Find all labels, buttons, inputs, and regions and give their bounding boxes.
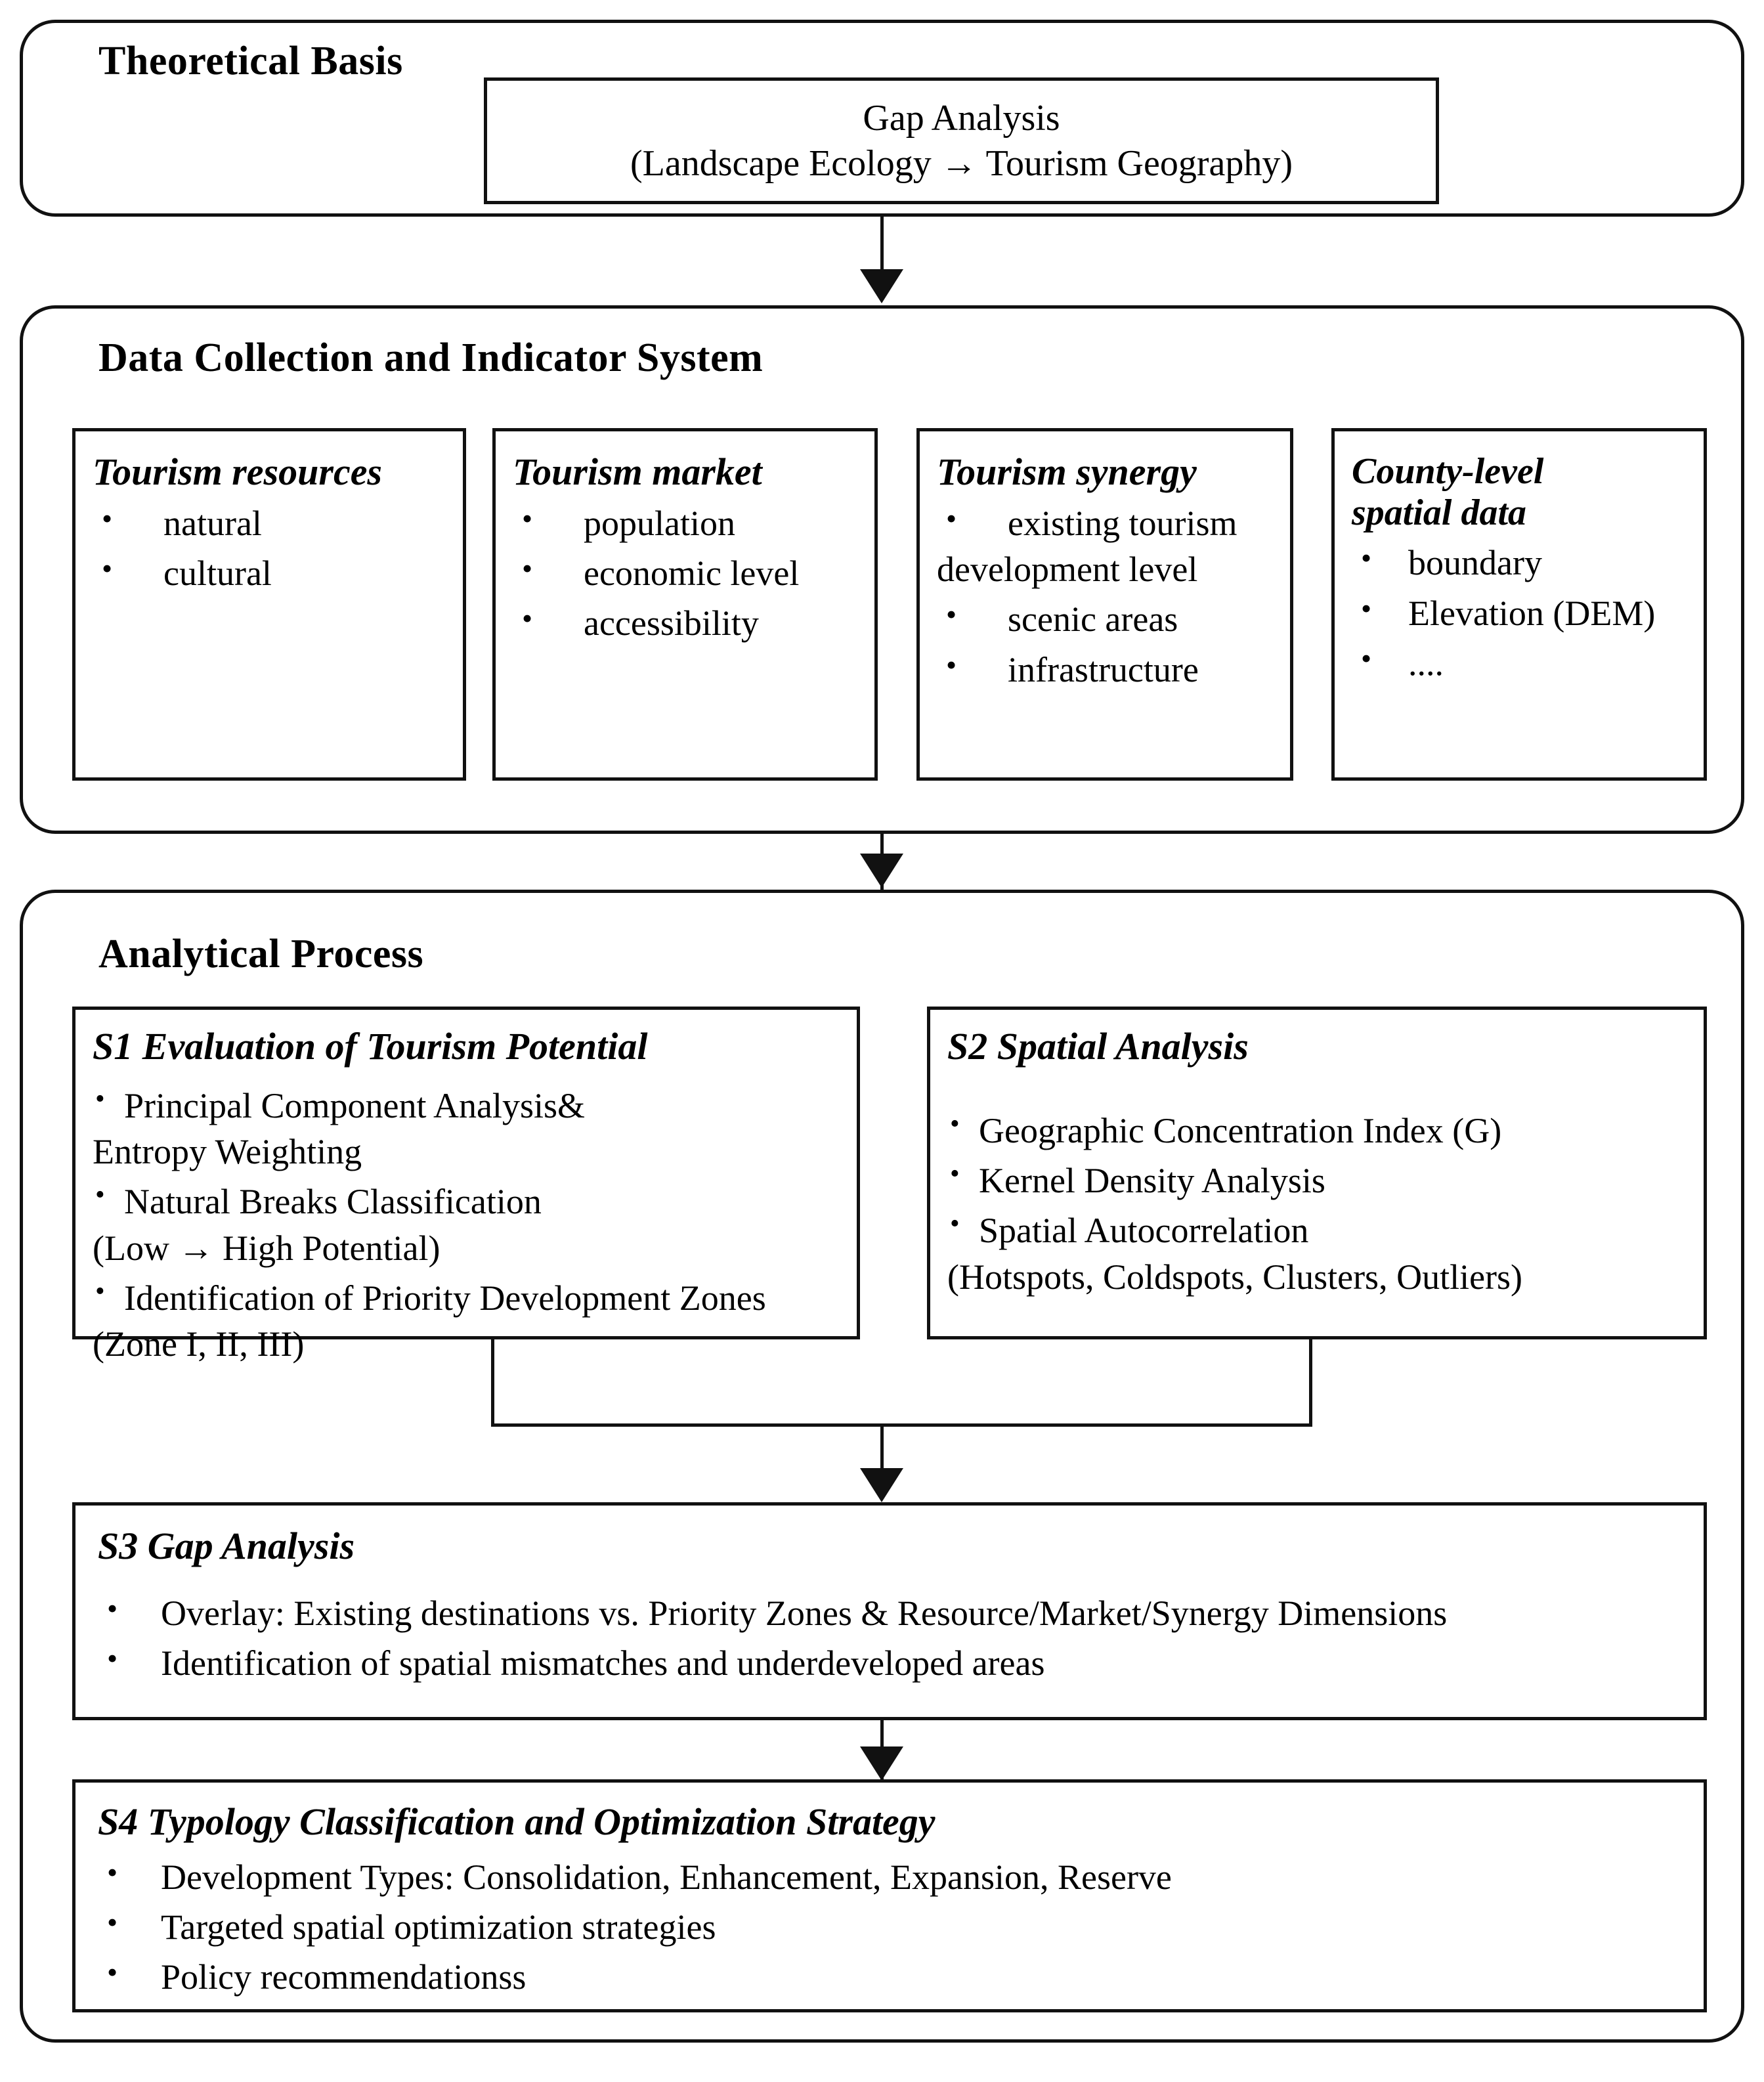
list-item: Development Types: Consolidation, Enhanc… — [98, 1853, 1681, 1900]
card-tourism-resources: Tourism resources natural cultural — [72, 428, 466, 781]
card-title-s2: S2 Spatial Analysis — [947, 1025, 1249, 1068]
list-item: Identification of Priority Development Z… — [93, 1274, 840, 1367]
card-list-s4: Development Types: Consolidation, Enhanc… — [98, 1853, 1681, 2001]
card-title-s1: S1 Evaluation of Tourism Potential — [93, 1025, 648, 1068]
card-list-s3: Overlay: Existing destinations vs. Prior… — [98, 1589, 1681, 1686]
card-list-tourism-market: population economic level accessibility — [513, 499, 857, 647]
stage-title-data-collection: Data Collection and Indicator System — [98, 336, 764, 380]
card-title-s3: S3 Gap Analysis — [98, 1525, 355, 1567]
connector-line-1 — [880, 217, 884, 273]
card-list-county-level-spatial-data: boundary Elevation (DEM) .... — [1352, 538, 1687, 686]
list-item-continuation: (Low → High Potential) — [93, 1228, 441, 1268]
list-item-continuation: Entropy Weighting — [93, 1132, 362, 1172]
card-list-s1: Principal Component Analysis& Entropy We… — [93, 1081, 840, 1367]
list-item: Policy recommendationss — [98, 1953, 1681, 2000]
card-title-tourism-resources: Tourism resources — [93, 450, 383, 493]
list-item-continuation: (Hotspots, Coldspots, Clusters, Outliers… — [947, 1257, 1523, 1297]
list-item: .... — [1352, 639, 1687, 686]
list-item: accessibility — [513, 599, 857, 646]
list-item: economic level — [513, 549, 857, 596]
list-item: Identification of spatial mismatches and… — [98, 1639, 1681, 1686]
card-list-tourism-resources: natural cultural — [93, 499, 446, 596]
list-item-continuation: (Zone I, II, III) — [93, 1324, 305, 1364]
connector-line-3 — [880, 1423, 884, 1480]
card-tourism-synergy: Tourism synergy existing tourism develop… — [916, 428, 1293, 781]
list-item: cultural — [93, 549, 446, 596]
list-item: Kernel Density Analysis — [947, 1156, 1687, 1204]
card-s2-spatial-analysis: S2 Spatial Analysis Geographic Concentra… — [927, 1007, 1707, 1339]
gap-analysis-line-1: Gap Analysis — [863, 98, 1060, 139]
list-item: Principal Component Analysis& Entropy We… — [93, 1081, 840, 1175]
connector-arrowhead-2 — [860, 854, 903, 888]
list-item: population — [513, 499, 857, 546]
connector-line-s1-down — [491, 1339, 494, 1426]
card-title-tourism-synergy: Tourism synergy — [937, 450, 1197, 493]
card-s4-typology-classification: S4 Typology Classification and Optimizat… — [72, 1779, 1707, 2012]
list-item: Natural Breaks Classification (Low → Hig… — [93, 1177, 840, 1270]
list-item: Geographic Concentration Index (G) — [947, 1106, 1687, 1154]
connector-line-s2-down — [1309, 1339, 1312, 1426]
connector-arrowhead-4 — [860, 1746, 903, 1781]
card-s3-gap-analysis: S3 Gap Analysis Overlay: Existing destin… — [72, 1502, 1707, 1720]
list-item: scenic areas — [937, 595, 1273, 642]
list-item: Overlay: Existing destinations vs. Prior… — [98, 1589, 1681, 1636]
connector-line-merge — [491, 1423, 1312, 1427]
list-item: boundary — [1352, 538, 1687, 586]
list-item: existing tourism development level — [937, 499, 1273, 592]
list-item: Spatial Autocorrelation (Hotspots, Colds… — [947, 1206, 1687, 1299]
connector-arrowhead-1 — [860, 269, 903, 303]
list-item: natural — [93, 499, 446, 546]
card-county-level-spatial-data: County-level spatial data boundary Eleva… — [1331, 428, 1707, 781]
list-item-continuation: development level — [937, 550, 1198, 590]
stage-title-analytical-process: Analytical Process — [98, 932, 424, 976]
card-title-tourism-market: Tourism market — [513, 450, 762, 493]
card-tourism-market: Tourism market population economic level… — [492, 428, 878, 781]
card-list-s2: Geographic Concentration Index (G) Kerne… — [947, 1106, 1687, 1300]
gap-analysis-box: Gap Analysis (Landscape Ecology → Touris… — [484, 77, 1439, 204]
list-item: Targeted spatial optimization strategies — [98, 1903, 1681, 1950]
card-s1-evaluation-of-tourism-potential: S1 Evaluation of Tourism Potential Princ… — [72, 1007, 860, 1364]
list-item: Elevation (DEM) — [1352, 589, 1687, 636]
gap-analysis-line-2: (Landscape Ecology → Tourism Geography) — [630, 142, 1293, 184]
stage-title-theoretical-basis: Theoretical Basis — [98, 39, 403, 83]
list-item: infrastructure — [937, 645, 1273, 693]
connector-arrowhead-3 — [860, 1468, 903, 1502]
card-title-county-level-spatial-data: County-level spatial data — [1352, 451, 1544, 533]
card-list-tourism-synergy: existing tourism development level sceni… — [937, 499, 1273, 693]
card-title-s4: S4 Typology Classification and Optimizat… — [98, 1800, 936, 1843]
